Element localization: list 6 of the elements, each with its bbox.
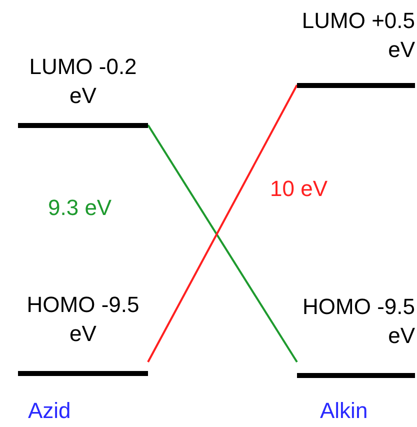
energy-level-label: HOMO -9.5 eV [26,291,140,348]
energy-level-label: LUMO +0.5 eV [300,7,415,64]
energy-level-label: LUMO -0.2 eV [28,53,138,110]
column-label: Azid [28,398,71,424]
energy-level-label: HOMO -9.5 eV [302,293,415,350]
column-label: Alkin [320,398,368,424]
